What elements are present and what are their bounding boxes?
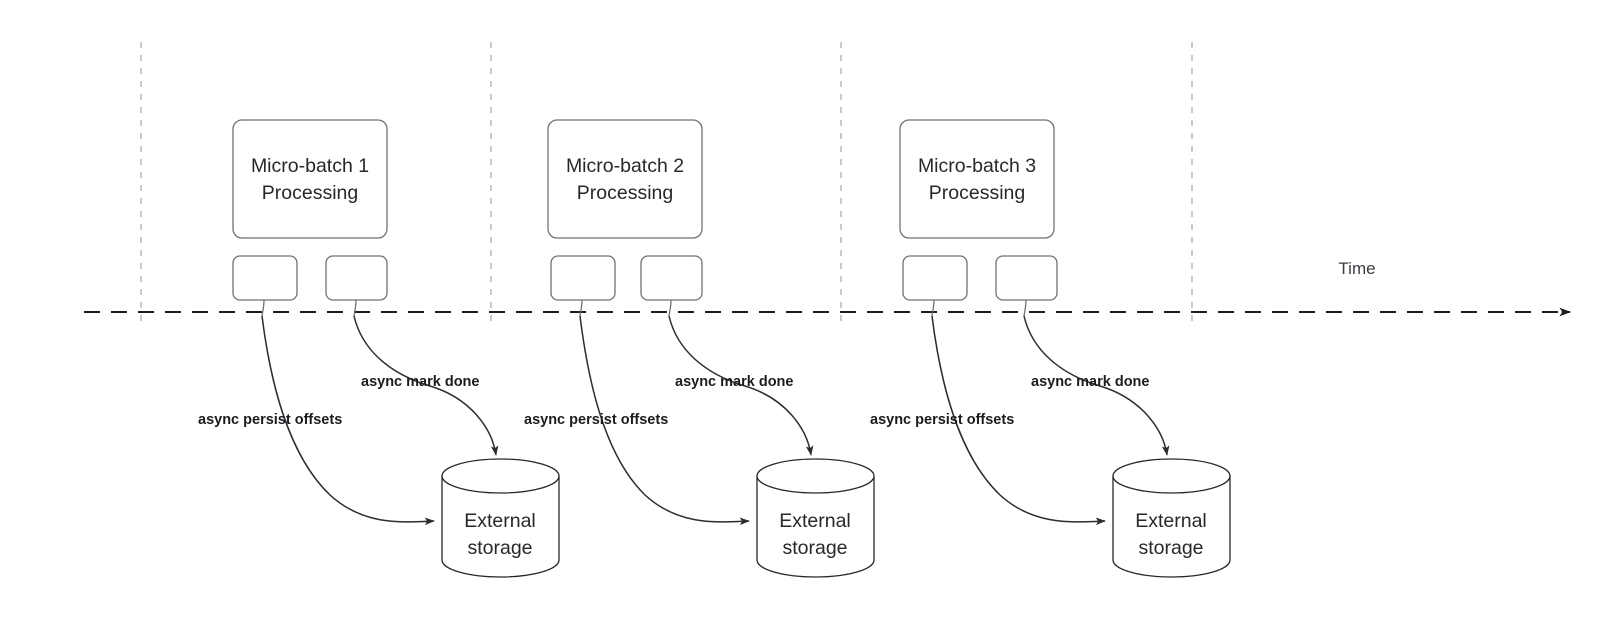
tick-guide-lines [140,42,1193,327]
mark-done-task-stem-1 [353,299,357,317]
micro-batch-group-3: Micro-batch 3 Processing async persist o… [870,119,1231,578]
mark-done-curve-2 [668,315,814,456]
persist-offsets-curve-1 [261,315,435,526]
offsets-task-stem-1 [261,299,265,317]
external-storage-cylinder-3[interactable] [1112,458,1231,578]
micro-batch-box-1-line1: Micro-batch 1 [251,155,369,177]
offsets-task-box-1[interactable] [232,255,298,301]
mark-done-task-stem-3 [1023,299,1027,317]
offsets-task-stem-2 [579,299,583,317]
persist-offsets-curve-2 [579,315,750,526]
mark-done-task-box-3[interactable] [995,255,1058,301]
micro-batch-box-2-line2: Processing [577,182,673,204]
mark-done-label-2: async mark done [675,374,793,390]
micro-batch-box-2-line1: Micro-batch 2 [566,155,684,177]
offsets-task-box-3[interactable] [902,255,968,301]
timeline-axis-label: Time [1338,259,1375,278]
mark-done-task-stem-2 [668,299,672,317]
persist-offsets-label-1: async persist offsets [198,412,342,428]
external-storage-label-2-line2: storage [782,537,847,559]
external-storage-cylinder-2[interactable] [756,458,875,578]
external-storage-cylinder-1[interactable] [441,458,560,578]
mark-done-task-box-1[interactable] [325,255,388,301]
micro-batch-box-3[interactable] [899,119,1055,239]
micro-batch-group-1: Micro-batch 1 Processing async persist o… [198,119,560,578]
mark-done-label-3: async mark done [1031,374,1149,390]
offsets-task-stem-3 [931,299,935,317]
external-storage-label-2-line1: External [779,510,851,532]
micro-batch-box-1-line2: Processing [262,182,358,204]
persist-offsets-label-3: async persist offsets [870,412,1014,428]
micro-batch-box-3-line2: Processing [929,182,1025,204]
external-storage-label-1-line1: External [464,510,536,532]
mark-done-curve-3 [1023,315,1170,456]
micro-batch-box-1[interactable] [232,119,388,239]
micro-batch-box-2[interactable] [547,119,703,239]
persist-offsets-label-2: async persist offsets [524,412,668,428]
mark-done-label-1: async mark done [361,374,479,390]
micro-batch-group-2: Micro-batch 2 Processing async persist o… [524,119,875,578]
persist-offsets-curve-3 [931,315,1106,526]
external-storage-label-1-line2: storage [467,537,532,559]
external-storage-label-3-line2: storage [1138,537,1203,559]
offsets-task-box-2[interactable] [550,255,616,301]
mark-done-task-box-2[interactable] [640,255,703,301]
external-storage-label-3-line1: External [1135,510,1207,532]
micro-batch-box-3-line1: Micro-batch 3 [918,155,1036,177]
mark-done-curve-1 [353,315,499,456]
